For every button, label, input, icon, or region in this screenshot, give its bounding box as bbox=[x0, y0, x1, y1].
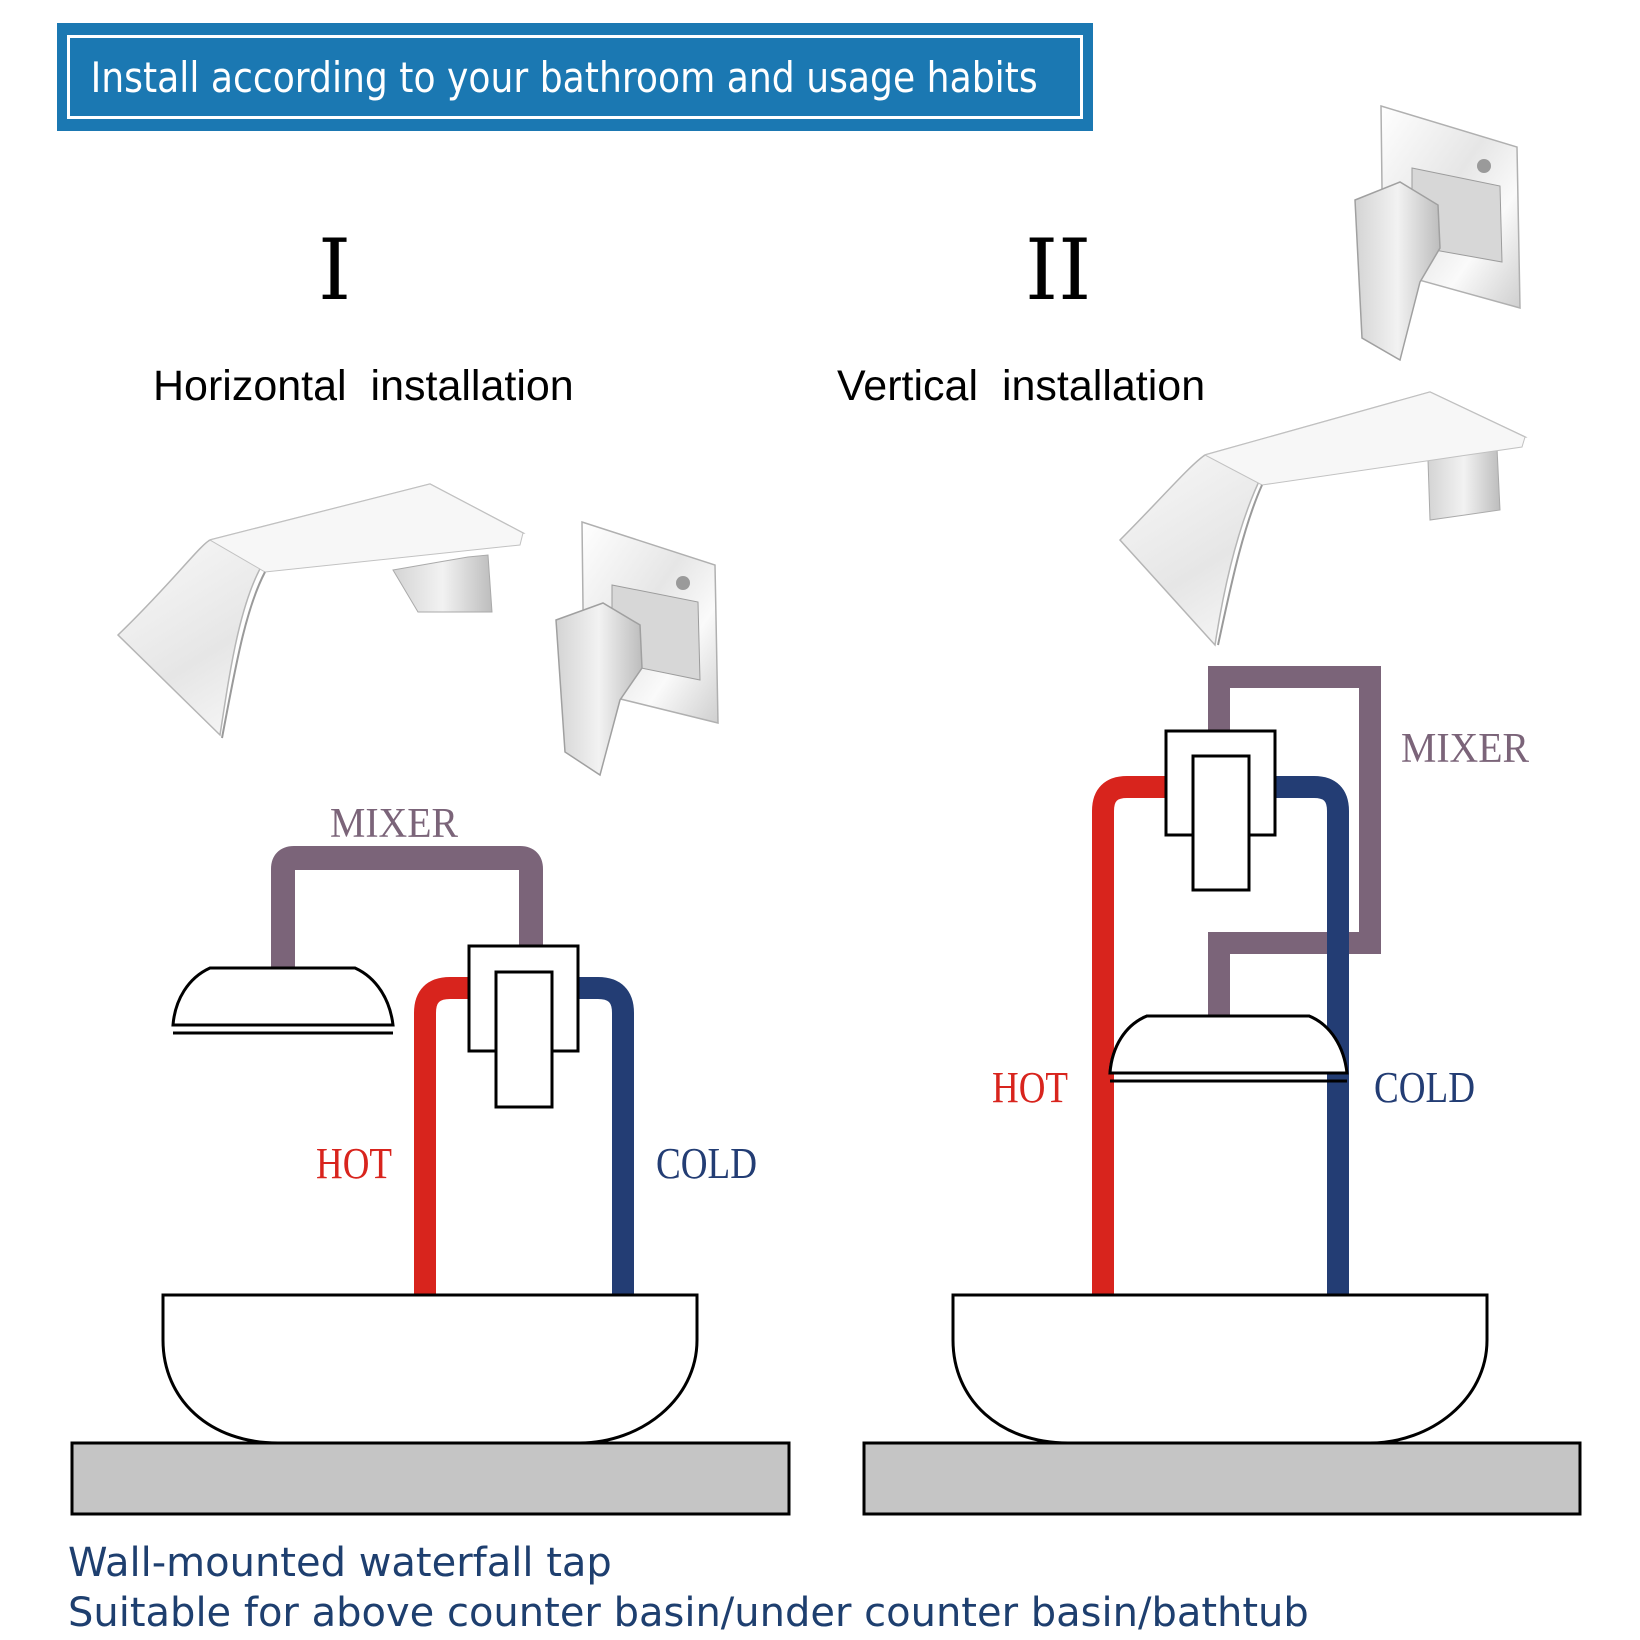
hot-pipe-1 bbox=[414, 977, 470, 1295]
valve-handle-2 bbox=[1191, 754, 1251, 892]
valve-handle-1 bbox=[494, 970, 554, 1109]
panel-2-schematic: MIXER HOT COLD bbox=[862, 666, 1582, 1516]
hot-label-2: HOT bbox=[992, 1063, 1068, 1112]
counter-2 bbox=[862, 1441, 1582, 1516]
footer-line-1: Wall-mounted waterfall tap bbox=[68, 1540, 612, 1586]
hot-pipe-2 bbox=[1092, 776, 1168, 1295]
mixer-label-1: MIXER bbox=[330, 801, 458, 847]
hot-label-1: HOT bbox=[316, 1139, 392, 1188]
cold-pipe-2 bbox=[1273, 776, 1349, 1295]
panel-2-title: Vertical installation bbox=[837, 362, 1206, 410]
footer-line-2: Suitable for above counter basin/under c… bbox=[68, 1590, 1309, 1636]
mixer-pipe-1 bbox=[271, 846, 543, 968]
mixer-valve-product-1 bbox=[555, 520, 719, 777]
cold-label-1: COLD bbox=[656, 1139, 757, 1188]
mixer-pipe-2 bbox=[1208, 666, 1381, 1020]
mixer-label-2: MIXER bbox=[1401, 726, 1529, 772]
cold-label-2: COLD bbox=[1374, 1063, 1475, 1112]
panel-2-numeral: II bbox=[1025, 221, 1092, 319]
spout-schematic-1 bbox=[171, 966, 395, 1027]
panel-1-schematic: MIXER HOT COLD bbox=[70, 801, 791, 1516]
banner-title: Install according to your bathroom and u… bbox=[90, 52, 1038, 102]
waterfall-spout-product-2 bbox=[1118, 391, 1528, 647]
basin-2 bbox=[951, 1293, 1489, 1445]
header-banner: Install according to your bathroom and u… bbox=[57, 23, 1093, 131]
panel-1-title: Horizontal installation bbox=[153, 362, 574, 410]
counter-1 bbox=[70, 1441, 791, 1516]
basin-1 bbox=[161, 1293, 699, 1445]
cold-pipe-1 bbox=[578, 977, 634, 1295]
waterfall-spout-product-1 bbox=[116, 483, 526, 739]
mixer-valve-product-2 bbox=[1354, 104, 1521, 362]
panel-1-numeral: I bbox=[318, 221, 352, 319]
banner-frame: Install according to your bathroom and u… bbox=[67, 35, 1083, 119]
